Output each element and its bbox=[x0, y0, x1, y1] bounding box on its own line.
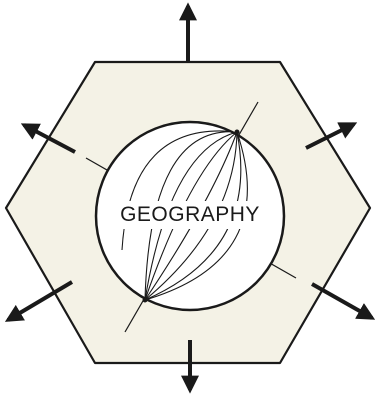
globe-pole-top bbox=[235, 130, 240, 135]
arrow-lower-right bbox=[312, 284, 372, 318]
globe-pole-bottom bbox=[143, 298, 148, 303]
